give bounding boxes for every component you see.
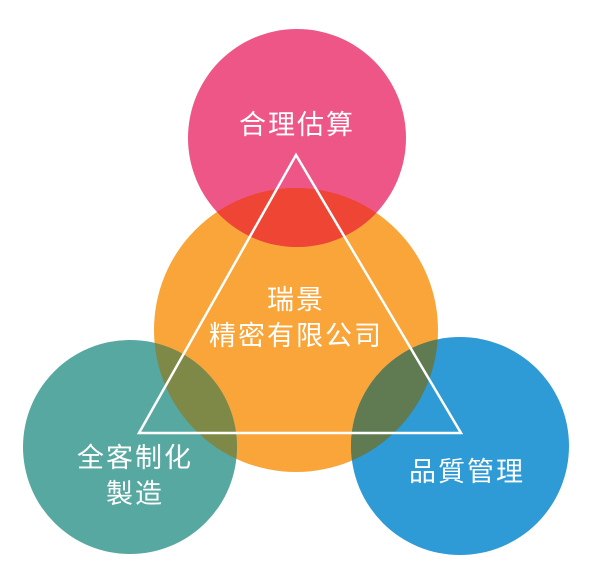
- right-label: 品質管理: [409, 457, 525, 488]
- overlap-left: [154, 340, 237, 472]
- center-label-line2: 精密有限公司: [209, 321, 383, 352]
- top-label: 合理估算: [239, 110, 355, 141]
- center-label: 瑞景 精密有限公司: [196, 283, 396, 355]
- left-label-line2: 製造: [106, 479, 164, 510]
- triangle-outline: [136, 152, 464, 435]
- left-label-line1: 全客制化: [77, 443, 193, 474]
- center-label-line1: 瑞景: [267, 285, 325, 316]
- left-label: 全客制化 製造: [55, 441, 215, 513]
- estimation-circle: [188, 29, 406, 247]
- overlap-right: [351, 337, 438, 472]
